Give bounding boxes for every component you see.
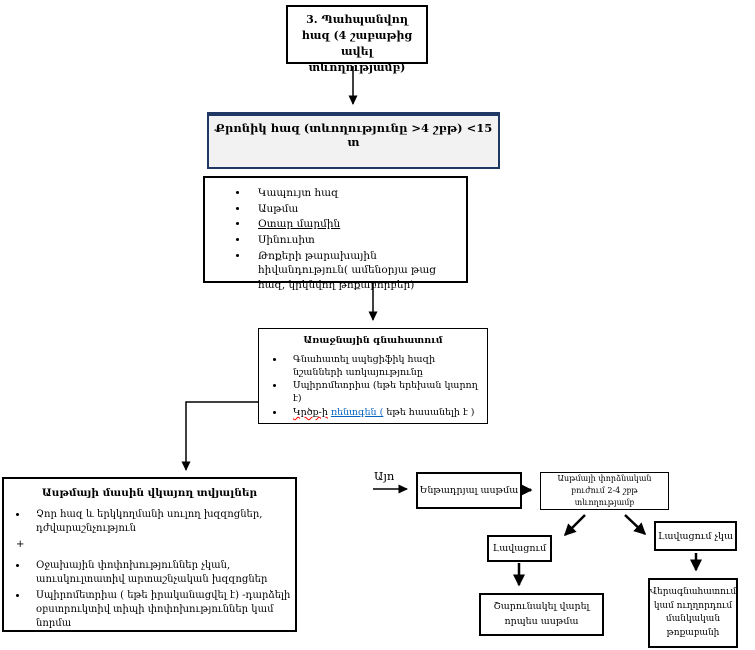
assessment-item-chest-word: Կրծք-ի (293, 407, 328, 419)
differential-item-whooping-cough: Կապույտ հազ (258, 187, 339, 199)
box-continue-as-asthma: Շարունակել վարել որպես ասթմա (479, 593, 604, 636)
list-item: Սինուսիտ (249, 233, 466, 248)
box-primary-assessment: Առաջնային գնահատում Գնահատել սպեցիֆիկ հա… (258, 328, 488, 424)
asthma-evidence-list-bottom: Օջախային փոփոխություններ չկան, աուսկուլտ… (4, 559, 295, 631)
asthma-evidence-list-top: Չոր հազ և երկկողմանի սուլող խզզոցներ, դժ… (4, 508, 295, 536)
assessment-item-spirometry: Սպիրոմետրիա (եթե երեխան կարող է) (293, 380, 478, 405)
list-item: Ասթմա (249, 202, 466, 217)
box-persistent-cough: 3. Պահպանվող հազ (4 շաբաթից ավել տևողութ… (286, 5, 428, 74)
box-differential-list: Կապույտ հազ Ասթմա Օտար մարմին Սինուսիտ Թ… (203, 176, 468, 291)
box-asthma-evidence: Ասթմայի մասին վկայող տվյալներ Չոր հազ և … (2, 477, 297, 632)
assessment-item-specific-cough-signs: Գնահատել սպեցիֆիկ հազի նշանների առկայութ… (293, 353, 436, 378)
box-trial-treatment: Ասթմայի փորձնական բուժում 2-4 շբթ տևողու… (540, 472, 669, 510)
differential-list: Կապույտ հազ Ասթմա Օտար մարմին Սինուսիտ Թ… (205, 186, 466, 293)
list-item: Չոր հազ և երկկողմանի սուլող խզզոցներ, դժ… (28, 508, 295, 536)
no-improvement-text: Լավացում չկա (658, 530, 733, 542)
primary-assessment-title: Առաջնային գնահատում (303, 335, 443, 346)
trial-treatment-text: Ասթմայի փորձնական բուժում 2-4 շբթ տևողու… (557, 474, 652, 507)
list-item: Գնահատել սպեցիֆիկ հազի նշանների առկայութ… (285, 354, 487, 380)
assessment-item-xray-rest: եթե հասանելի է ) (383, 407, 475, 419)
box-reassess-referral: Վերագնահատում կամ ուղղորդում մանկական թո… (648, 578, 738, 648)
box-chronic-cough: Քրոնիկ հազ (տևողությունը >4 շբթ) <15 տ (207, 112, 500, 169)
list-item: Օջախային փոփոխություններ չկան, աուսկուլտ… (28, 559, 295, 587)
evidence-item-dry-cough-wheeze: Չոր հազ և երկկողմանի սուլող խզզոցներ, դժ… (36, 508, 263, 534)
list-item: Կրծք-ի ռենտգեն ( եթե հասանելի է ) (285, 407, 487, 420)
differential-item-foreign-body: Օտար մարմին (258, 218, 341, 231)
presumed-asthma-text: Ենթադրյալ ասթմա (419, 485, 519, 496)
plus-sign: + (16, 538, 25, 550)
primary-assessment-list: Գնահատել սպեցիֆիկ հազի նշանների առկայութ… (259, 354, 487, 420)
box-presumed-asthma: Ենթադրյալ ասթմա (416, 472, 522, 509)
differential-item-suppurative-lung-disease: Թոքերի թարախային հիվանդություն( ամենօրյա… (258, 249, 437, 292)
arrow-assessment-to-evidence (181, 401, 258, 471)
list-item: Թոքերի թարախային հիվանդություն( ամենօրյա… (249, 249, 466, 293)
evidence-item-spirometry-reversible: Սպիրոմետրիա ( եթե իրականացվել է) -դարձել… (36, 589, 291, 629)
differential-item-asthma: Ասթմա (258, 202, 299, 215)
persistent-cough-text: 3. Պահպանվող հազ (4 շաբաթից ավել տևողութ… (301, 13, 413, 74)
list-item: Կապույտ հազ (249, 186, 466, 201)
improvement-text: Լավացում (492, 543, 547, 554)
box-improvement: Լավացում (487, 535, 552, 562)
list-item: Սպիրոմետրիա ( եթե իրականացվել է) -դարձել… (28, 589, 295, 631)
continue-as-asthma-text: Շարունակել վարել որպես ասթմա (493, 600, 590, 627)
reassess-referral-text: Վերագնահատում կամ ուղղորդում մանկական թո… (649, 587, 737, 638)
differential-item-sinusitis: Սինուսիտ (258, 234, 315, 247)
list-item: Սպիրոմետրիա (եթե երեխան կարող է) (285, 380, 487, 406)
evidence-item-no-focal-changes: Օջախային փոփոխություններ չկան, աուսկուլտ… (36, 559, 268, 585)
box-no-improvement: Լավացում չկա (654, 521, 737, 551)
chronic-cough-text: Քրոնիկ հազ (տևողությունը >4 շբթ) <15 տ (214, 121, 493, 149)
label-yes: Այո (374, 469, 395, 483)
asthma-evidence-title: Ասթմայի մասին վկայող տվյալներ (41, 487, 258, 499)
list-item: Օտար մարմին (249, 217, 466, 232)
arrow-trial-to-no-improvement (624, 514, 647, 536)
arrow-trial-to-improvement (563, 514, 586, 537)
xray-link[interactable]: ռենտգեն ( (330, 407, 384, 419)
